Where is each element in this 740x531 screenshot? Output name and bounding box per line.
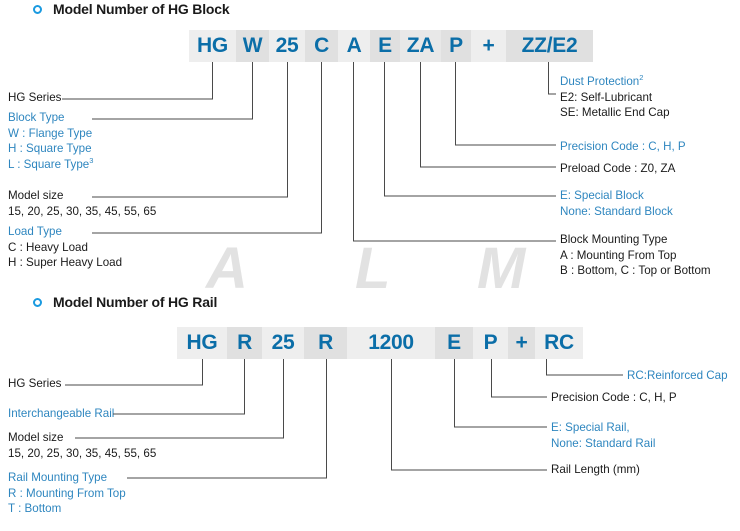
leader-block-mounting-type: [352, 73, 556, 242]
rail-code-box-hg[interactable]: HG: [177, 327, 227, 359]
block-label-hg-series: HG Series: [8, 91, 62, 104]
rail-code-box-length[interactable]: 1200: [347, 327, 435, 359]
circle-outline-icon: [33, 297, 42, 307]
leader-rail-precision-code: [490, 370, 547, 398]
leader-special-block: [383, 73, 556, 197]
block-code-box-type[interactable]: W: [236, 30, 269, 62]
block-code-box-precision[interactable]: P: [441, 30, 471, 62]
rail-label-hg-series: HG Series: [8, 377, 62, 390]
leader-preload-code: [419, 73, 556, 168]
rail-label-rail-length: Rail Length (mm): [551, 463, 640, 476]
circle-outline-icon: [33, 4, 42, 14]
leader-reinforced-cap: [545, 370, 623, 376]
block-label-model-size: Model size 15, 20, 25, 30, 35, 45, 55, 6…: [8, 189, 157, 218]
rail-code-box-special[interactable]: E: [435, 327, 473, 359]
block-code-box-mount[interactable]: A: [338, 30, 370, 62]
block-label-preload-code: Preload Code : Z0, ZA: [560, 162, 676, 175]
rail-section-title: Model Number of HG Rail: [53, 294, 218, 310]
leader-rail-hg-series: [65, 370, 204, 386]
block-code-ticks: [211, 62, 550, 73]
leader-rail-length: [390, 370, 547, 471]
rail-label-model-size: Model size 15, 20, 25, 30, 35, 45, 55, 6…: [8, 431, 157, 460]
block-section-title: Model Number of HG Block: [53, 1, 230, 17]
block-model-code-bar: HG W 25 C A E ZA P + ZZ/E2: [189, 30, 593, 62]
block-label-dust-protection: Dust Protection2 E2: Self-Lubricant SE: …: [560, 73, 670, 120]
leader-rail-mounting-type: [127, 370, 328, 479]
watermark-letter-l: L: [355, 236, 392, 301]
block-label-load-type: Load Type C : Heavy Load H : Super Heavy…: [8, 225, 123, 270]
leader-model-size: [92, 73, 289, 198]
leader-block-type: [92, 73, 254, 120]
watermark-letter-a: A: [206, 236, 249, 301]
rail-label-rail-mounting-type: Rail Mounting Type R : Mounting From Top…: [8, 471, 126, 516]
leader-precision-code: [454, 73, 556, 146]
block-label-precision-code: Precision Code : C, H, P: [560, 140, 686, 153]
block-code-box-dust[interactable]: ZZ/E2: [506, 30, 593, 62]
leader-special-rail: [453, 370, 547, 428]
block-code-box-size[interactable]: 25: [269, 30, 305, 62]
leader-rail-model-size: [75, 370, 285, 439]
block-code-box-preload[interactable]: ZA: [400, 30, 441, 62]
block-code-box-hg[interactable]: HG: [189, 30, 236, 62]
rail-code-ticks: [201, 359, 548, 370]
rail-code-box-mounting[interactable]: R: [304, 327, 347, 359]
block-section-heading: Model Number of HG Block: [33, 1, 230, 17]
rail-code-box-interchangeable[interactable]: R: [227, 327, 262, 359]
rail-label-reinforced-cap: RC:Reinforced Cap: [627, 369, 728, 382]
watermark-letter-m: M: [477, 236, 527, 301]
block-code-box-load[interactable]: C: [305, 30, 338, 62]
leader-hg-series: [62, 73, 214, 100]
rail-code-box-size[interactable]: 25: [262, 327, 304, 359]
leader-dust-protection: [547, 73, 556, 95]
block-label-special-block: E: Special Block None: Standard Block: [560, 189, 673, 218]
block-label-block-type: Block Type W : Flange Type H : Square Ty…: [8, 111, 94, 171]
rail-code-box-plus: +: [508, 327, 535, 359]
rail-section-heading: Model Number of HG Rail: [33, 294, 217, 310]
leader-interchangeable-rail: [113, 370, 246, 415]
rail-label-special-rail: E: Special Rail, None: Standard Rail: [551, 421, 656, 450]
block-label-block-mounting-type: Block Mounting Type A : Mounting From To…: [560, 233, 711, 278]
rail-label-precision-code: Precision Code : C, H, P: [551, 391, 677, 404]
block-code-box-plus: +: [471, 30, 506, 62]
footnote-marker-3: 3: [89, 155, 94, 165]
rail-model-code-bar: HG R 25 R 1200 E P + RC: [177, 327, 583, 359]
footnote-marker-2: 2: [639, 73, 644, 83]
rail-label-interchangeable-rail: Interchangeable Rail: [8, 407, 115, 420]
rail-code-box-cap[interactable]: RC: [535, 327, 583, 359]
block-code-box-special[interactable]: E: [370, 30, 400, 62]
rail-code-box-precision[interactable]: P: [473, 327, 508, 359]
